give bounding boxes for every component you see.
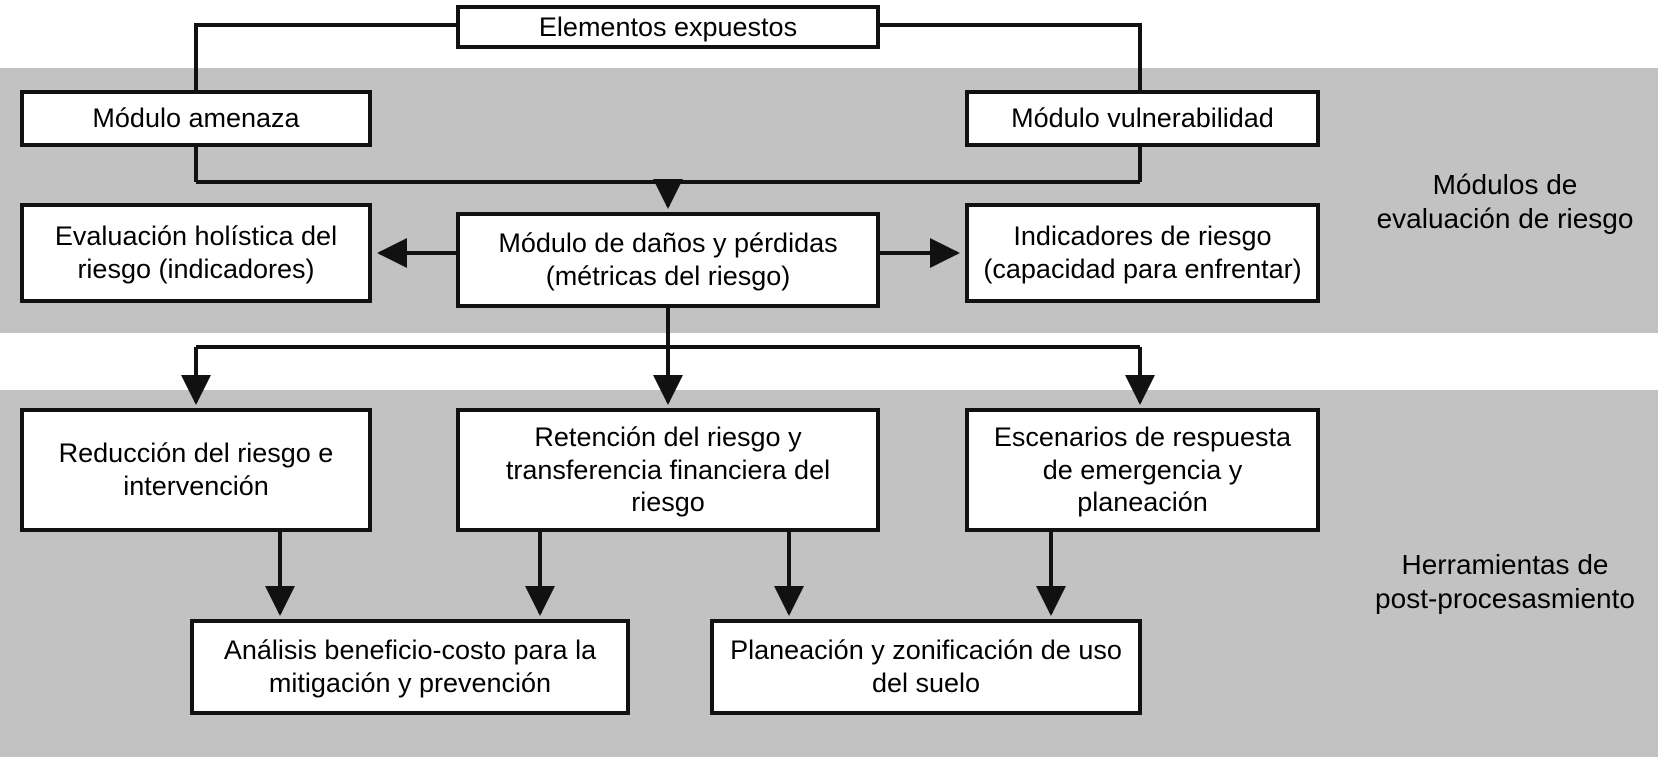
node-escenarios-respuesta: Escenarios de respuesta de emergencia y … [965, 408, 1320, 532]
node-label: Módulo amenaza [92, 103, 300, 134]
node-modulo-danos-perdidas: Módulo de daños y pérdidas (métricas del… [456, 212, 880, 308]
node-label: Módulo vulnerabilidad [1011, 103, 1274, 134]
node-label: Módulo de daños y pérdidas (métricas del… [498, 228, 838, 291]
node-modulo-amenaza: Módulo amenaza [20, 90, 372, 147]
node-modulo-vulnerabilidad: Módulo vulnerabilidad [965, 90, 1320, 147]
node-evaluacion-holistica: Evaluación holística del riesgo (indicad… [20, 203, 372, 303]
node-retencion-riesgo: Retención del riesgo y transferencia fin… [456, 408, 880, 532]
node-label: Indicadores de riesgo (capacidad para en… [983, 221, 1302, 284]
band-label-herramientas-post: Herramientas de post-procesasmiento [1375, 549, 1635, 614]
node-label: Análisis beneficio-costo para la mitigac… [223, 635, 597, 698]
node-label: Elementos expuestos [538, 11, 798, 42]
node-analisis-beneficio-costo: Análisis beneficio-costo para la mitigac… [190, 619, 630, 715]
node-label: Retención del riesgo y transferencia fin… [505, 421, 831, 518]
node-label: Evaluación holística del riesgo (indicad… [54, 221, 338, 284]
node-label: Escenarios de respuesta de emergencia y … [993, 421, 1292, 518]
node-elementos-expuestos: Elementos expuestos [456, 5, 880, 49]
node-label: Planeación y zonificación de uso del sue… [730, 635, 1122, 698]
node-label: Reducción del riesgo e intervención [58, 438, 334, 501]
node-reduccion-riesgo: Reducción del riesgo e intervención [20, 408, 372, 532]
connector-splitter-bar [196, 308, 1140, 349]
node-planeacion-zonificacion: Planeación y zonificación de uso del sue… [710, 619, 1142, 715]
band-label-modulos-evaluacion: Módulos de evaluación de riesgo [1376, 169, 1634, 234]
node-indicadores-riesgo: Indicadores de riesgo (capacidad para en… [965, 203, 1320, 303]
